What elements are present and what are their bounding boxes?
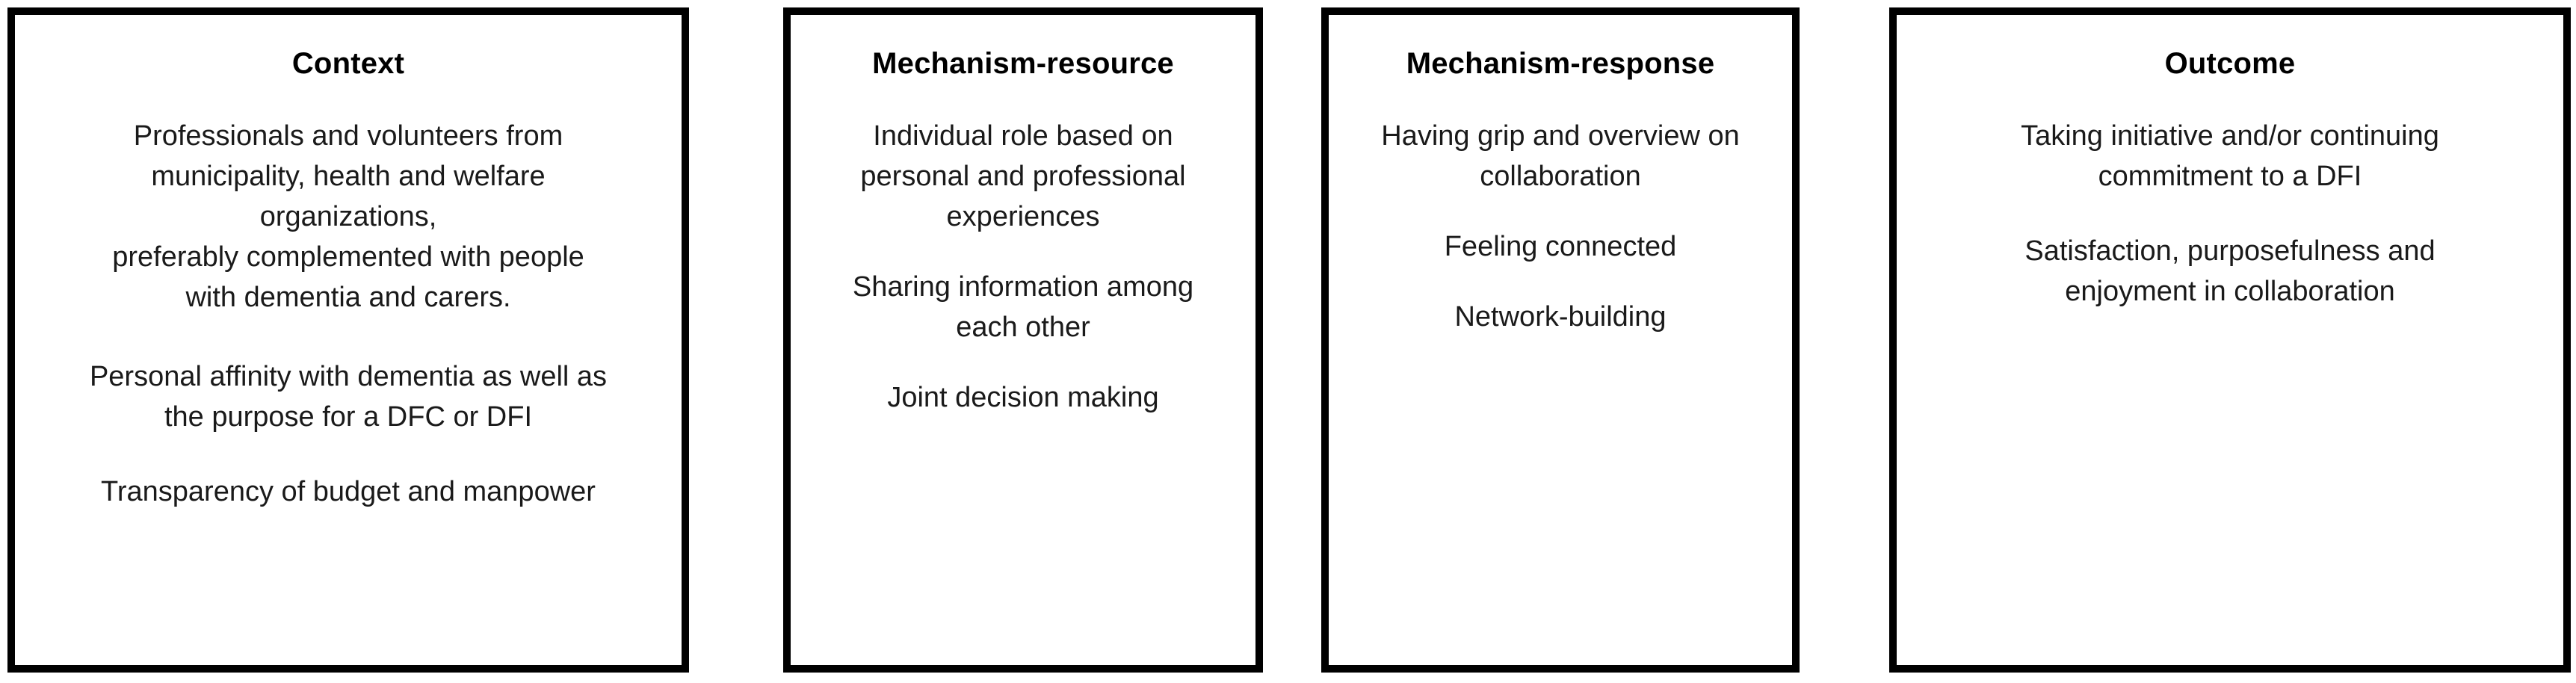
box-mechanism-response-title: Mechanism-response [1406, 47, 1715, 80]
box-context-block-1: Professionals and volunteers from munici… [112, 120, 584, 313]
box-mechanism-resource-block-2: Sharing information among each other [852, 271, 1194, 343]
box-mechanism-resource-block-1: Individual role based on personal and pr… [860, 120, 1186, 232]
box-mechanism-response: Mechanism-response Having grip and overv… [1321, 7, 1800, 673]
box-mechanism-response-block-1: Having grip and overview on collaboratio… [1381, 120, 1740, 192]
box-mechanism-response-block-2: Feeling connected [1444, 230, 1677, 262]
box-outcome-block-2: Satisfaction, purposefulness and enjoyme… [2024, 235, 2436, 307]
box-mechanism-resource: Mechanism-resource Individual role based… [783, 7, 1263, 673]
box-outcome-block-1: Taking initiative and/or continuing comm… [2021, 120, 2439, 192]
box-context: Context Professionals and volunteers fro… [7, 7, 689, 673]
box-context-block-3: Transparency of budget and manpower [101, 475, 596, 507]
box-outcome: Outcome Taking initiative and/or continu… [1889, 7, 2571, 673]
box-outcome-title: Outcome [2164, 47, 2296, 80]
box-context-title: Context [291, 47, 405, 80]
box-outcome-body: Taking initiative and/or continuing comm… [1897, 81, 2563, 312]
box-mechanism-resource-body: Individual role based on personal and pr… [791, 81, 1255, 418]
box-mechanism-response-block-3: Network-building [1454, 300, 1667, 333]
box-mechanism-resource-title: Mechanism-resource [872, 47, 1174, 80]
box-context-block-2: Personal affinity with dementia as well … [89, 360, 608, 433]
box-mechanism-response-body: Having grip and overview on collaboratio… [1329, 81, 1792, 338]
box-context-body: Professionals and volunteers from munici… [15, 81, 682, 513]
box-mechanism-resource-block-3: Joint decision making [887, 381, 1159, 413]
